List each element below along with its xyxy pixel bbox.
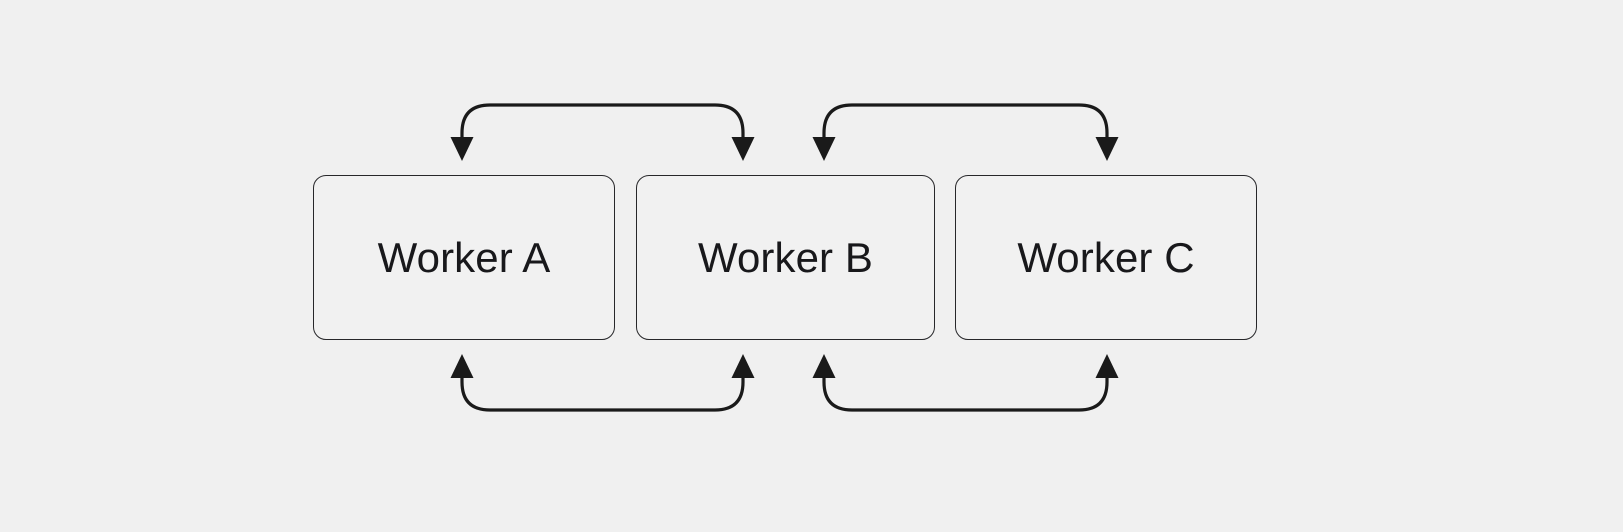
node-worker-b[interactable]: Worker B — [636, 175, 935, 340]
edge-bc-bottom-arrowhead-right — [1095, 354, 1119, 378]
edge-ab-top-arrowhead-right — [731, 137, 755, 161]
edge-ab-bottom-arrowhead-right — [731, 354, 755, 378]
edge-bc-bottom-arrowhead-left — [812, 354, 836, 378]
edge-ab-top-arrowhead-left — [450, 137, 474, 161]
node-worker-a[interactable]: Worker A — [313, 175, 615, 340]
node-worker-c[interactable]: Worker C — [955, 175, 1257, 340]
edge-bc-top-arrowhead-left — [812, 137, 836, 161]
edge-ab-top-path — [460, 103, 745, 147]
edge-bc-top-path — [822, 103, 1109, 147]
edge-bc-top-arrowhead-right — [1095, 137, 1119, 161]
edge-ab-bottom — [450, 354, 755, 412]
edge-bc-top — [812, 103, 1119, 161]
edge-ab-top — [450, 103, 755, 161]
node-worker-b-label: Worker B — [697, 233, 874, 281]
edge-bc-bottom — [812, 354, 1119, 412]
node-worker-c-label: Worker C — [1017, 233, 1195, 281]
edge-ab-bottom-path — [460, 368, 745, 412]
edge-bc-bottom-path — [822, 368, 1109, 412]
node-worker-a-label: Worker A — [377, 233, 551, 281]
edge-ab-bottom-arrowhead-left — [450, 354, 474, 378]
